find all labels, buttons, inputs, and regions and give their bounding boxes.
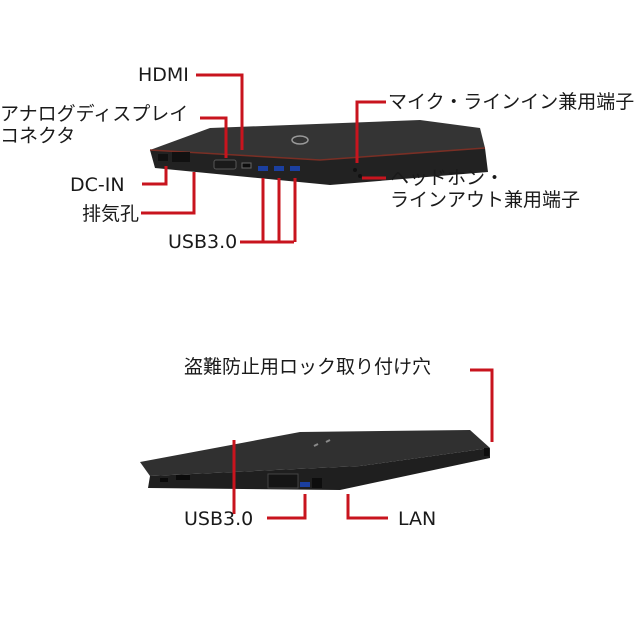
- label-dc-in: DC-IN: [70, 174, 125, 196]
- label-hdmi: HDMI: [138, 64, 189, 86]
- usb-bottom-leader: [267, 494, 305, 518]
- bottom-laptop: [140, 430, 490, 490]
- rear-port-2: [176, 475, 190, 480]
- label-usb-bottom: USB3.0: [184, 508, 253, 530]
- hdmi-port: [242, 163, 251, 168]
- lan-port: [312, 478, 322, 488]
- label-security-slot: 盗難防止用ロック取り付け穴: [184, 356, 431, 378]
- security-slot-leader: [470, 370, 492, 442]
- usb-port-1: [258, 166, 268, 171]
- label-analog-display-line1: アナログディスプレイ: [0, 103, 210, 125]
- headphone-jack: [358, 174, 362, 178]
- label-analog-display-line2: コネクタ: [0, 125, 210, 147]
- mic-jack: [353, 168, 357, 172]
- label-headphone-line1: ヘッドホン・: [390, 167, 620, 189]
- label-lan: LAN: [398, 508, 436, 530]
- rear-port-1: [160, 478, 168, 482]
- dc-in-port: [158, 154, 168, 161]
- label-headphone-line-out: ヘッドホン・ ラインアウト兼用端子: [390, 167, 620, 211]
- rear-vent: [268, 474, 298, 488]
- usb-port-2: [274, 166, 284, 171]
- label-mic-line-in: マイク・ラインイン兼用端子: [388, 91, 634, 113]
- exhaust-vent: [172, 152, 190, 162]
- label-exhaust: 排気孔: [82, 203, 139, 225]
- usb-port-3: [290, 166, 300, 171]
- label-usb-top: USB3.0: [168, 231, 237, 253]
- analog-display-port: [214, 160, 236, 169]
- label-headphone-line2: ラインアウト兼用端子: [390, 189, 620, 211]
- label-analog-display: アナログディスプレイ コネクタ: [0, 103, 210, 147]
- security-slot: [484, 448, 489, 456]
- lan-leader: [348, 494, 388, 518]
- rear-usb-port: [300, 482, 310, 487]
